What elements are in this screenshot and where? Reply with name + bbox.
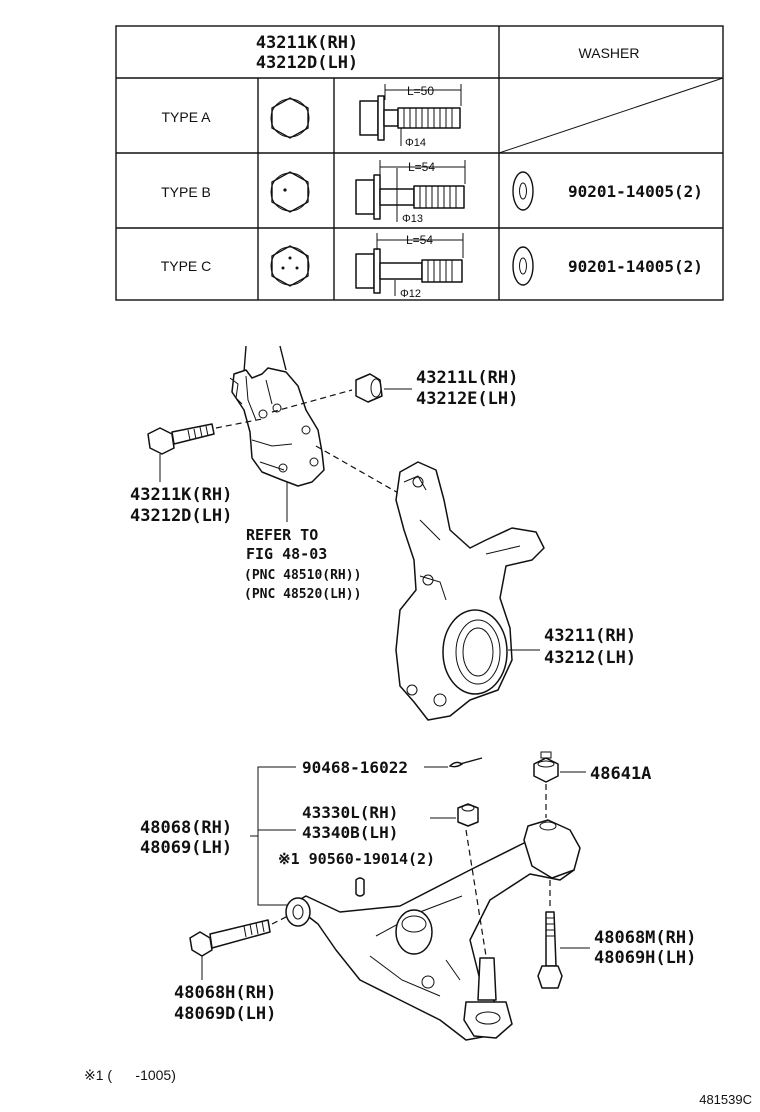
label-arm-lh: 48069(LH) xyxy=(140,838,232,858)
row-a-type: TYPE A xyxy=(161,109,211,125)
washer-c-icon xyxy=(512,246,534,286)
arm-bolt-vertical-icon xyxy=(537,911,563,989)
dash-bracket-to-nut xyxy=(271,389,353,413)
table-header-part-line2: 43212D(LH) xyxy=(256,53,358,73)
row-a-diameter: Φ14 xyxy=(405,137,426,149)
small-washer-icon xyxy=(355,877,365,897)
bolt-spec-table: 43211K(RH) 43212D(LH) WASHER TYPE A TYPE… xyxy=(115,25,724,301)
dash-front-bolt xyxy=(271,915,289,925)
top-ball-nut-icon xyxy=(533,751,559,783)
label-cotter-pin: 90468-16022 xyxy=(302,758,408,777)
label-arm-nut: 48641A xyxy=(590,764,651,784)
row-c-length: L=54 xyxy=(406,233,433,247)
strut-nut-icon xyxy=(355,373,383,403)
strut-bracket xyxy=(229,345,325,487)
label-knuckle-lh: 43212(LH) xyxy=(544,648,636,668)
label-refer-pnc-lh: (PNC 48520(LH)) xyxy=(244,587,361,602)
empty-cell-diagonal xyxy=(498,77,724,154)
steering-knuckle xyxy=(395,461,545,721)
bolt-side-a-icon xyxy=(359,84,462,146)
row-b-washer: 90201-14005(2) xyxy=(568,182,703,201)
label-ball-nut-lh: 43340B(LH) xyxy=(302,823,398,842)
row-c-type: TYPE C xyxy=(161,258,212,274)
label-refer-to: REFER TO xyxy=(246,526,318,544)
strut-bolt-icon xyxy=(147,423,215,455)
label-strut-nut-lh: 43212E(LH) xyxy=(416,389,518,409)
lower-control-arm xyxy=(285,819,581,1041)
table-header-part-line1: 43211K(RH) xyxy=(256,33,358,53)
label-arm-bolt-lh: 48069H(LH) xyxy=(594,948,696,968)
row-c-washer: 90201-14005(2) xyxy=(568,257,703,276)
label-knuckle-rh: 43211(RH) xyxy=(544,626,636,646)
washer-b-icon xyxy=(512,171,534,211)
row-b-diameter: Φ13 xyxy=(402,213,423,225)
bolt-side-c-icon xyxy=(355,233,464,296)
row-b-type: TYPE B xyxy=(161,184,211,200)
hex-head-a-icon xyxy=(270,97,310,139)
table-header-washer: WASHER xyxy=(579,45,640,61)
dash-bracket-to-knuckle xyxy=(315,445,401,495)
label-front-bolt-rh: 48068H(RH) xyxy=(174,983,276,1003)
hex-head-c-icon xyxy=(270,245,310,287)
bolt-side-b-icon xyxy=(355,160,466,222)
row-a-length: L=50 xyxy=(407,84,434,98)
diagram-id: 481539C xyxy=(699,1092,752,1107)
label-strut-bolt-rh: 43211K(RH) xyxy=(130,485,232,505)
label-ball-nut-rh: 43330L(RH) xyxy=(302,803,398,822)
label-refer-fig: FIG 48-03 xyxy=(246,545,327,563)
dash-ball-joint xyxy=(465,829,487,957)
bracket-lower-arm xyxy=(257,766,296,906)
label-washer-note: ※1 90560-19014(2) xyxy=(278,850,435,868)
label-arm-rh: 48068(RH) xyxy=(140,818,232,838)
row-c-diameter: Φ12 xyxy=(400,288,421,300)
hex-head-b-icon xyxy=(270,171,310,213)
label-arm-bolt-rh: 48068M(RH) xyxy=(594,928,696,948)
row-b-length: L=54 xyxy=(408,160,435,174)
cotter-pin-icon xyxy=(448,757,483,768)
label-refer-pnc-rh: (PNC 48510(RH)) xyxy=(244,568,361,583)
footnote: ※1 ( -1005) xyxy=(84,1067,176,1083)
ball-joint-nut-icon xyxy=(457,803,479,827)
label-strut-nut-rh: 43211L(RH) xyxy=(416,368,518,388)
dash-bolt-to-bracket xyxy=(215,418,263,429)
front-bolt-icon xyxy=(189,919,271,957)
label-strut-bolt-lh: 43212D(LH) xyxy=(130,506,232,526)
label-front-bolt-lh: 48069D(LH) xyxy=(174,1004,276,1024)
